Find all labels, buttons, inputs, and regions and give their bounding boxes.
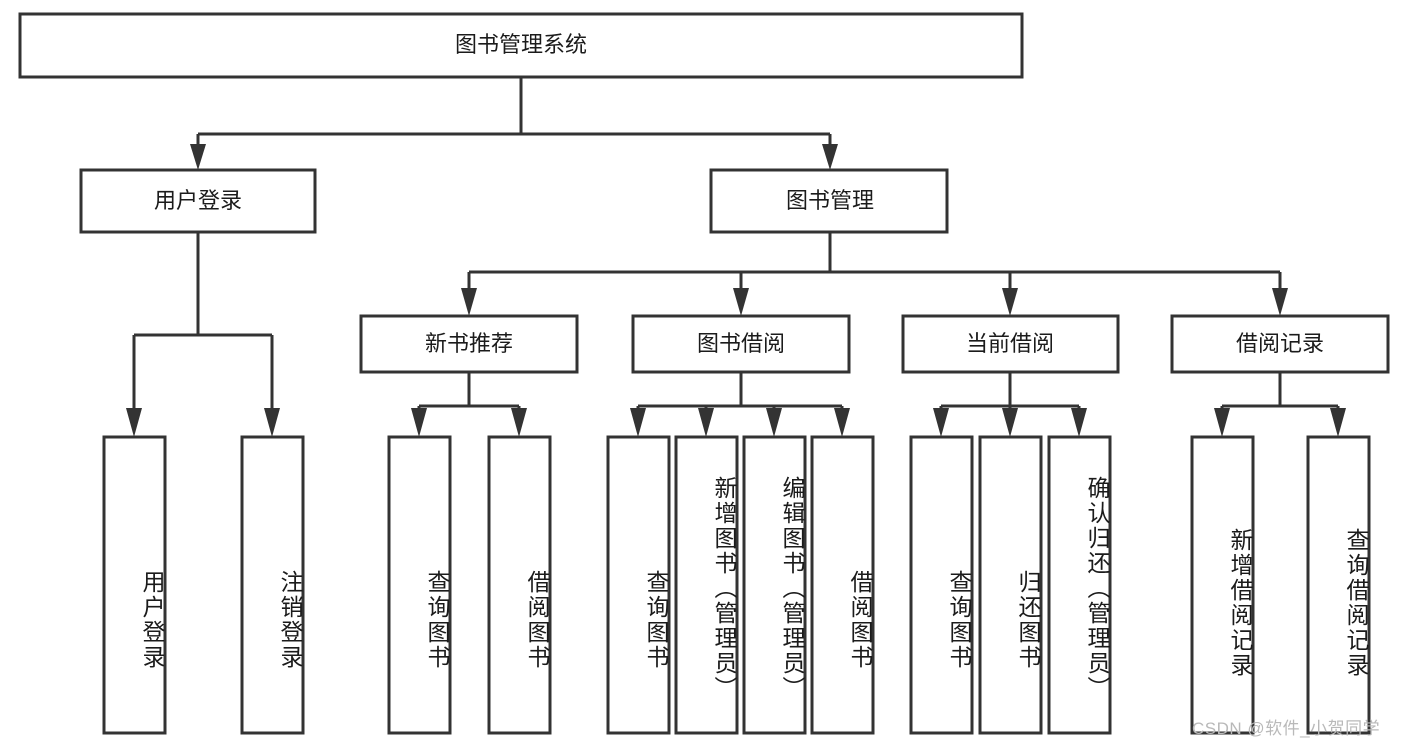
leaf-box-borrow-record-1[interactable] (1306, 435, 1371, 735)
node-new-book-recommend-box[interactable] (359, 314, 579, 374)
node-current-borrow-label: 当前借阅 (966, 331, 1054, 356)
leaf-box-current-borrow-0[interactable] (909, 435, 974, 735)
arrow-head-user-login-leaf-1 (264, 408, 280, 437)
leaf-box-borrow-record-0[interactable] (1190, 435, 1255, 735)
leaf-boxes-user-login (102, 435, 305, 735)
arrow-head-current-borrow-leaf-1 (1002, 408, 1018, 437)
arrow-head-current-borrow-leaf-2 (1071, 408, 1087, 437)
node-book-borrow-box[interactable] (631, 314, 851, 374)
node-current-borrow[interactable]: 当前借阅 (901, 314, 1120, 374)
leaf-boxes-new-book-recommend (387, 435, 552, 735)
arrow-head-book-borrow-leaf-2 (766, 408, 782, 437)
leaf-box-book-borrow-3[interactable] (810, 435, 875, 735)
arrow-head-book-manage (822, 144, 838, 170)
arrow-head-book-borrow (733, 288, 749, 316)
edges-book-borrow-to-leaves (630, 372, 850, 437)
arrow-head-borrow-record-leaf-1 (1330, 408, 1346, 437)
node-borrow-record-box[interactable] (1170, 314, 1390, 374)
leaf-box-current-borrow-1[interactable] (978, 435, 1043, 735)
leaf-boxes-current-borrow (909, 435, 1112, 735)
arrow-head-user-login-leaf-0 (126, 408, 142, 437)
edges-borrow-record-to-leaves (1214, 372, 1346, 437)
arrow-head-new-book-leaf-1 (511, 408, 527, 437)
arrow-head-user-login (190, 144, 206, 170)
arrow-head-current-borrow (1002, 288, 1018, 316)
node-borrow-record[interactable]: 借阅记录 (1170, 314, 1390, 374)
edges-current-borrow-to-leaves (933, 372, 1087, 437)
leaf-box-user-login-1[interactable] (240, 435, 305, 735)
node-book-manage-label: 图书管理 (786, 188, 874, 213)
arrow-head-book-borrow-leaf-0 (630, 408, 646, 437)
edges-user-login-to-leaves (126, 232, 280, 437)
arrow-head-current-borrow-leaf-0 (933, 408, 949, 437)
csdn-watermark: CSDN @软件_小贺同学 (1192, 719, 1381, 738)
node-book-borrow-label: 图书借阅 (697, 331, 785, 356)
leaf-box-book-borrow-0[interactable] (606, 435, 671, 735)
node-book-borrow[interactable]: 图书借阅 (631, 314, 851, 374)
leaf-box-user-login-0[interactable] (102, 435, 167, 735)
leaf-box-new-book-0[interactable] (387, 435, 452, 735)
node-current-borrow-box[interactable] (901, 314, 1120, 374)
arrow-head-book-borrow-leaf-3 (834, 408, 850, 437)
arrow-head-new-book-leaf-0 (411, 408, 427, 437)
edges-root-to-level2 (190, 77, 838, 170)
arrow-head-borrow-record (1272, 288, 1288, 316)
node-user-login[interactable]: 用户登录 (79, 168, 317, 234)
arrow-head-book-borrow-leaf-1 (698, 408, 714, 437)
leaf-box-book-borrow-2[interactable] (742, 435, 807, 735)
node-book-manage-box[interactable] (709, 168, 949, 234)
leaf-box-book-borrow-1[interactable] (674, 435, 739, 735)
node-borrow-record-label: 借阅记录 (1236, 331, 1324, 356)
node-root-box[interactable] (18, 12, 1024, 79)
edges-book-manage-to-level3 (461, 232, 1288, 316)
node-new-book-recommend-label: 新书推荐 (425, 331, 513, 356)
node-user-login-box[interactable] (79, 168, 317, 234)
node-root[interactable]: 图书管理系统 (18, 12, 1024, 79)
leaf-box-current-borrow-2[interactable] (1047, 435, 1112, 735)
node-new-book-recommend[interactable]: 新书推荐 (359, 314, 579, 374)
arrow-head-borrow-record-leaf-0 (1214, 408, 1230, 437)
leaf-box-new-book-1[interactable] (487, 435, 552, 735)
node-user-login-label: 用户登录 (154, 188, 242, 213)
node-root-label: 图书管理系统 (455, 32, 587, 57)
edges-new-book-to-leaves (411, 372, 527, 437)
arrow-head-new-book (461, 288, 477, 316)
leaf-boxes-book-borrow (606, 435, 875, 735)
node-book-manage[interactable]: 图书管理 (709, 168, 949, 234)
leaf-boxes-borrow-record (1190, 435, 1371, 735)
